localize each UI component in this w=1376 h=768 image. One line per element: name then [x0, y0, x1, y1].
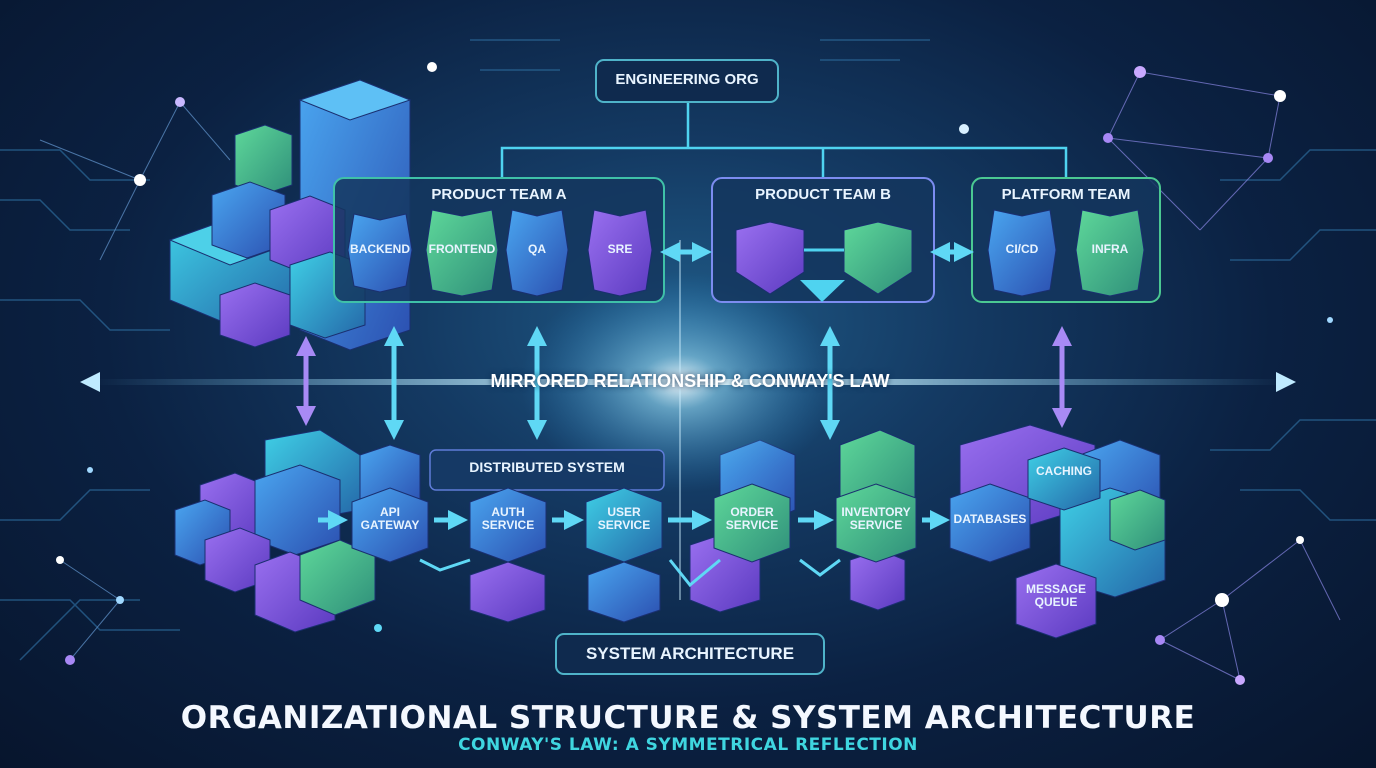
- team-member-cicd: CI/CD: [1005, 242, 1039, 256]
- platform-team-title: PLATFORM TEAM: [1001, 186, 1131, 203]
- org-connectors: [500, 102, 1068, 178]
- service-auth: AUTH SERVICE: [481, 505, 535, 532]
- distributed-system-label: DISTRIBUTED SYSTEM: [469, 459, 625, 475]
- service-message-queue: MESSAGE QUEUE: [1025, 582, 1086, 609]
- service-inventory: INVENTORY SERVICE: [841, 505, 911, 532]
- service-user: USER SERVICE: [597, 505, 651, 532]
- circuit-traces: [0, 39, 1376, 661]
- service-hexagons: [351, 447, 1101, 639]
- team-member-infra: INFRA: [1091, 242, 1129, 256]
- team-member-sre: SRE: [607, 242, 633, 256]
- glow-dots: [56, 62, 1333, 685]
- team-a-title: PRODUCT TEAM A: [431, 186, 567, 203]
- team-member-frontend: FRONTEND: [428, 242, 496, 256]
- mirror-relationship-label: MIRRORED RELATIONSHIP & CONWAY'S LAW: [490, 371, 890, 391]
- team-a-hexagons: [347, 209, 653, 297]
- team-b-title: PRODUCT TEAM B: [755, 186, 891, 203]
- network-nodes-right: [1107, 71, 1341, 681]
- page-subtitle: CONWAY'S LAW: A SYMMETRICAL REFLECTION: [458, 735, 918, 755]
- service-databases: DATABASES: [953, 512, 1027, 526]
- service-caching: CACHING: [1036, 464, 1092, 478]
- flow-arrows: [318, 242, 974, 588]
- team-member-backend: BACKEND: [350, 242, 410, 256]
- network-nodes-left: [39, 101, 231, 661]
- platform-hexagons: [987, 209, 1145, 297]
- cube-cluster-bottom-left: [174, 429, 421, 633]
- service-api-gateway: API GATEWAY: [360, 505, 420, 532]
- engineering-org-label: ENGINEERING ORG: [615, 71, 759, 88]
- team-b-hexagons: [735, 221, 913, 302]
- service-order: ORDER SERVICE: [725, 505, 779, 532]
- team-member-qa: QA: [528, 242, 546, 256]
- mirror-arrows: [296, 326, 1072, 440]
- system-architecture-label: SYSTEM ARCHITECTURE: [585, 644, 795, 663]
- mirror-beam: [80, 240, 1296, 600]
- page-title: ORGANIZATIONAL STRUCTURE & SYSTEM ARCHIT…: [180, 700, 1196, 736]
